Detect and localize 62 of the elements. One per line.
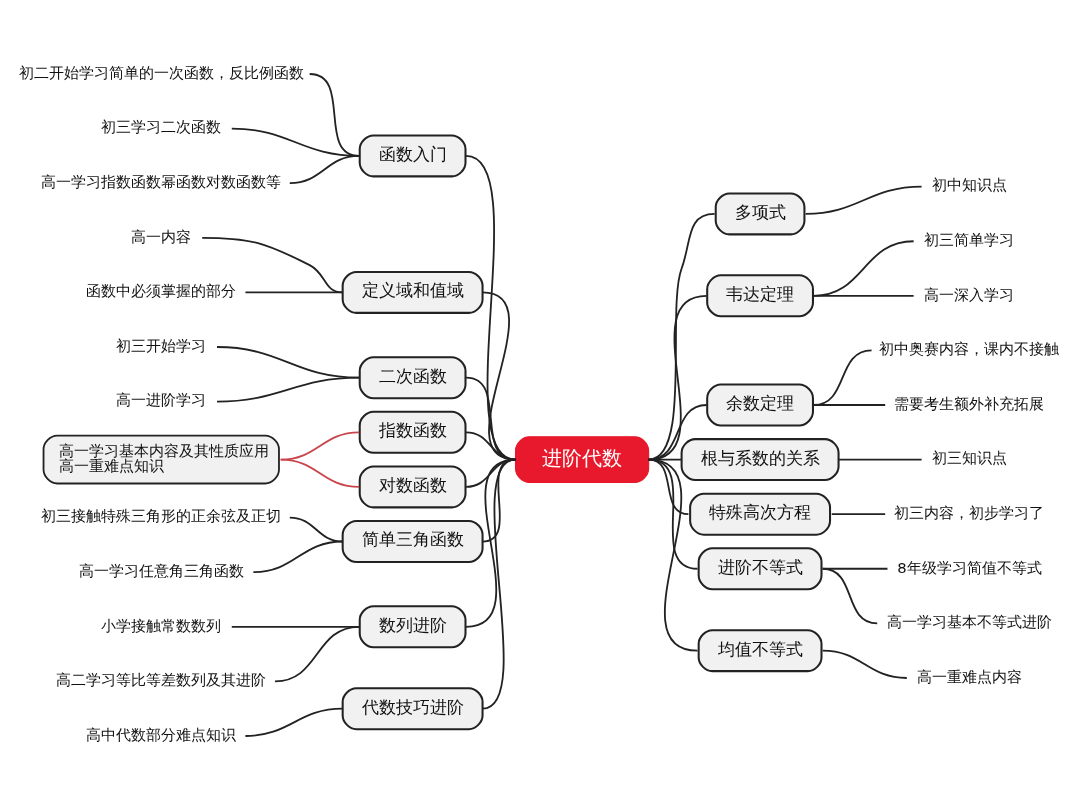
connector <box>244 707 344 737</box>
connector <box>812 240 915 297</box>
connector <box>274 625 361 683</box>
connector <box>821 649 908 679</box>
node-box: 简单三角函数 <box>341 520 484 563</box>
node-text: 初三学习二次函数 <box>101 118 222 136</box>
node-box: 进阶不等式 <box>697 547 823 591</box>
connector <box>830 513 887 516</box>
node-text: 初三简单学习 <box>924 231 1015 249</box>
connector <box>465 155 517 461</box>
connector <box>288 516 344 543</box>
node-box: 高一学习基本内容及其性质应用 高一重难点知识 <box>42 434 280 485</box>
node-text: 高一学习基本不等式进阶 <box>886 613 1052 631</box>
node-box: 数列进阶 <box>358 605 467 649</box>
node-box: 指数函数 <box>358 410 467 454</box>
node-box: 二次函数 <box>358 356 467 400</box>
node-text: 高一深入学习 <box>924 285 1015 303</box>
node-text: 高一进阶学习 <box>116 391 207 409</box>
connector <box>244 291 344 294</box>
connector <box>812 294 915 297</box>
connector <box>647 458 699 652</box>
node-text: 初三知识点 <box>931 449 1007 467</box>
node-text: 初二开始学习简单的一次函数，反比例函数 <box>18 63 304 81</box>
node-text: 高一学习指数函数幂函数对数函数等 <box>41 173 282 191</box>
node-text: 初中知识点 <box>931 176 1007 194</box>
connector <box>647 404 708 461</box>
connector <box>647 294 708 461</box>
connector <box>647 213 716 461</box>
node-text: 初三内容，初步学习了 <box>894 504 1045 522</box>
node-text: 初三接触特殊三角形的正余弦及正切 <box>41 507 282 525</box>
node-box: 代数技巧进阶 <box>341 687 484 731</box>
node-text: 高一学习任意角三角函数 <box>78 562 244 580</box>
node-box: 韦达定理 <box>706 274 814 318</box>
connector <box>837 458 923 461</box>
node-text: 需要考生额外补充拓展 <box>894 394 1045 412</box>
node-box: 余数定理 <box>706 383 814 427</box>
node-text: 高中代数部分难点知识 <box>86 725 237 743</box>
node-box: 对数函数 <box>358 465 467 509</box>
node-box: 定义域和值域 <box>341 270 484 314</box>
connector <box>821 567 879 625</box>
node-box: 函数入门 <box>358 134 467 178</box>
node-text: 小学接触常数数列 <box>101 616 222 634</box>
connector <box>812 404 887 406</box>
node-text: 高一内容 <box>131 227 192 245</box>
node-box: 均值不等式 <box>697 629 823 673</box>
connector <box>216 376 361 403</box>
connector <box>481 458 517 710</box>
node-text: 高一重难点内容 <box>916 667 1022 685</box>
node-text: 初三开始学习 <box>116 336 207 354</box>
connector <box>279 458 361 488</box>
node-box: 多项式 <box>714 192 806 236</box>
node-box: 特殊高次方程 <box>689 492 832 536</box>
node-box: 根与系数的关系 <box>680 438 840 482</box>
connector <box>804 185 923 215</box>
node-text: 8年级学习简值不等式 <box>897 558 1042 576</box>
connector <box>201 236 344 294</box>
node-text: 高二学习等比等差数列及其进阶 <box>56 671 267 689</box>
node-box: 进阶代数 <box>514 436 650 483</box>
node-text: 初中奥赛内容，课内不接触 <box>879 340 1060 358</box>
connector <box>288 155 361 185</box>
connector <box>252 540 344 574</box>
node-text: 函数中必须掌握的部分 <box>86 282 237 300</box>
